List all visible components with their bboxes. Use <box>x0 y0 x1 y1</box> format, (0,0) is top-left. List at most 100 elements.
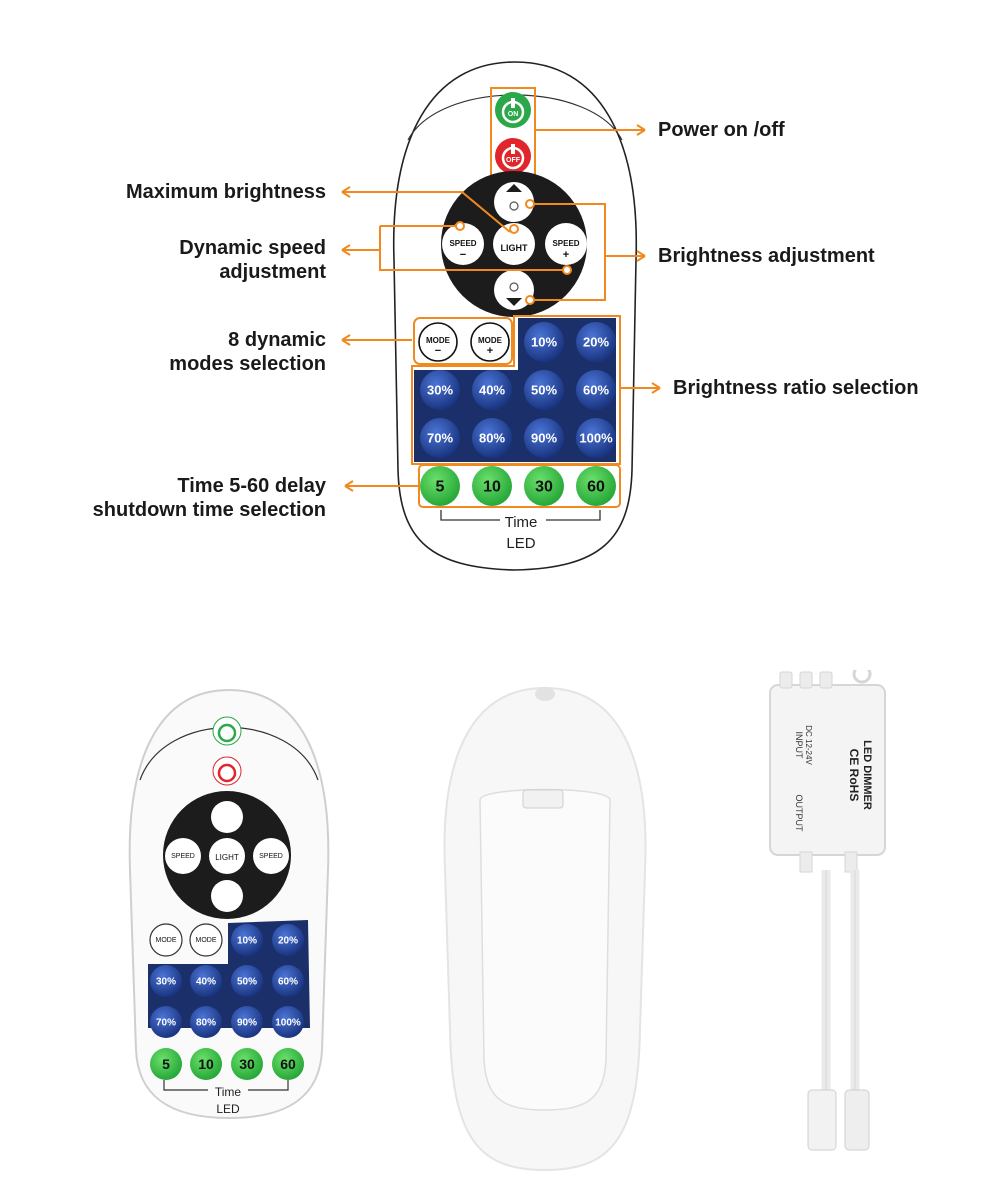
svg-text:OUTPUT: OUTPUT <box>794 795 804 833</box>
svg-text:60: 60 <box>587 479 605 496</box>
brightness-40-button[interactable]: 40% <box>472 370 512 410</box>
svg-text:100%: 100% <box>579 431 613 446</box>
speed-plus-button[interactable]: SPEED + <box>545 223 587 265</box>
time-5-button[interactable]: 5 <box>420 466 460 506</box>
svg-text:+: + <box>487 345 493 357</box>
brand-label: LED <box>506 535 535 552</box>
svg-text:Time: Time <box>215 1085 242 1099</box>
brightness-70-button[interactable]: 70% <box>420 418 460 458</box>
brightness-30-button[interactable]: 30% <box>420 370 460 410</box>
svg-text:SPEED: SPEED <box>259 853 283 860</box>
svg-text:60%: 60% <box>583 383 609 398</box>
svg-text:−: − <box>460 249 466 261</box>
callout-modes-2: modes selection <box>169 353 326 375</box>
time-60-button[interactable]: 60 <box>576 466 616 506</box>
svg-text:70%: 70% <box>156 1018 176 1029</box>
callout-brightness-adjustment: Brightness adjustment <box>658 245 875 267</box>
svg-text:30%: 30% <box>427 383 453 398</box>
svg-text:INPUT: INPUT <box>794 732 804 760</box>
svg-text:40%: 40% <box>479 383 505 398</box>
svg-text:40%: 40% <box>196 977 216 988</box>
power-off-button[interactable]: OFF <box>495 138 531 174</box>
small-time-60-button[interactable]: 60 <box>272 1048 304 1080</box>
svg-text:20%: 20% <box>583 335 609 350</box>
svg-text:MODE: MODE <box>426 336 451 345</box>
svg-text:5: 5 <box>436 479 445 496</box>
callout-speed-1: Dynamic speed <box>179 237 326 259</box>
power-on-button[interactable]: ON <box>495 92 531 128</box>
svg-text:10: 10 <box>483 479 501 496</box>
svg-text:LED: LED <box>216 1102 240 1116</box>
mode-plus-button[interactable]: MODE + <box>470 322 510 362</box>
callout-power: Power on /off <box>658 119 785 141</box>
svg-text:100%: 100% <box>275 1018 301 1029</box>
brightness-10-button[interactable]: 10% <box>524 322 564 362</box>
small-brightness-20-button[interactable]: 20% <box>272 924 304 956</box>
svg-text:60%: 60% <box>278 977 298 988</box>
callout-modes-1: 8 dynamic <box>228 329 326 351</box>
callout-max-brightness: Maximum brightness <box>125 181 326 203</box>
svg-text:10%: 10% <box>531 335 557 350</box>
svg-text:30: 30 <box>535 479 553 496</box>
svg-text:5: 5 <box>162 1056 170 1072</box>
small-time-30-button[interactable]: 30 <box>231 1048 263 1080</box>
svg-text:SPEED: SPEED <box>171 853 195 860</box>
remote-back <box>443 686 647 1172</box>
product-views: SPEED LIGHT SPEED MODE MODE 10% 20% 30% 40%… <box>128 670 886 1172</box>
small-brightness-60-button[interactable]: 60% <box>272 965 304 997</box>
svg-text:MODE: MODE <box>196 937 217 944</box>
small-brightness-10-button[interactable]: 10% <box>231 924 263 956</box>
svg-text:90%: 90% <box>531 431 557 446</box>
callout-ratio: Brightness ratio selection <box>673 377 919 399</box>
small-brightness-80-button[interactable]: 80% <box>190 1006 222 1038</box>
brightness-100-button[interactable]: 100% <box>576 418 616 458</box>
svg-text:+: + <box>563 249 569 261</box>
mode-minus-button[interactable]: MODE − <box>418 322 458 362</box>
callout-lines <box>341 124 661 492</box>
svg-text:10%: 10% <box>237 936 257 947</box>
svg-text:ON: ON <box>508 111 519 118</box>
annotated-remote-figure: ON OFF SPEED − LIGHT SPEED + MODE − <box>341 61 661 571</box>
time-10-button[interactable]: 10 <box>472 466 512 506</box>
brightness-50-button[interactable]: 50% <box>524 370 564 410</box>
svg-text:OFF: OFF <box>506 157 521 164</box>
svg-text:70%: 70% <box>427 431 453 446</box>
small-brightness-90-button[interactable]: 90% <box>231 1006 263 1038</box>
svg-text:SPEED: SPEED <box>552 239 579 248</box>
small-brightness-100-button[interactable]: 100% <box>272 1006 304 1038</box>
time-caption: Time <box>505 514 538 531</box>
callout-time-2: shutdown time selection <box>92 499 326 521</box>
small-brightness-30-button[interactable]: 30% <box>150 965 182 997</box>
brightness-90-button[interactable]: 90% <box>524 418 564 458</box>
small-brightness-50-button[interactable]: 50% <box>231 965 263 997</box>
svg-text:30: 30 <box>239 1056 255 1072</box>
svg-text:SPEED: SPEED <box>449 239 476 248</box>
svg-text:LED DIMMER: LED DIMMER <box>861 740 873 810</box>
small-time-5-button[interactable]: 5 <box>150 1048 182 1080</box>
brightness-80-button[interactable]: 80% <box>472 418 512 458</box>
brightness-down-button[interactable] <box>494 270 534 310</box>
callout-time-1: Time 5-60 delay <box>177 475 326 497</box>
svg-text:60: 60 <box>280 1056 296 1072</box>
brightness-60-button[interactable]: 60% <box>576 370 616 410</box>
time-30-button[interactable]: 30 <box>524 466 564 506</box>
svg-text:DC 12-24V: DC 12-24V <box>804 725 813 765</box>
remote-front-small: SPEED LIGHT SPEED MODE MODE 10% 20% 30% 40%… <box>128 688 330 1120</box>
brightness-20-button[interactable]: 20% <box>576 322 616 362</box>
small-brightness-40-button[interactable]: 40% <box>190 965 222 997</box>
small-brightness-70-button[interactable]: 70% <box>150 1006 182 1038</box>
light-button[interactable]: LIGHT <box>493 223 535 265</box>
svg-text:20%: 20% <box>278 936 298 947</box>
svg-text:CE RoHS: CE RoHS <box>847 749 861 802</box>
svg-text:50%: 50% <box>237 977 257 988</box>
brightness-up-button[interactable] <box>494 182 534 222</box>
svg-text:−: − <box>435 345 441 357</box>
led-dimmer-module: LED DIMMER CE RoHS DC 12-24V INPUT OUTPU… <box>769 670 886 1151</box>
svg-text:LIGHT: LIGHT <box>501 243 528 253</box>
svg-text:30%: 30% <box>156 977 176 988</box>
svg-text:10: 10 <box>198 1056 214 1072</box>
svg-text:MODE: MODE <box>156 937 177 944</box>
speed-minus-button[interactable]: SPEED − <box>442 223 484 265</box>
svg-text:LIGHT: LIGHT <box>215 853 239 862</box>
small-time-10-button[interactable]: 10 <box>190 1048 222 1080</box>
